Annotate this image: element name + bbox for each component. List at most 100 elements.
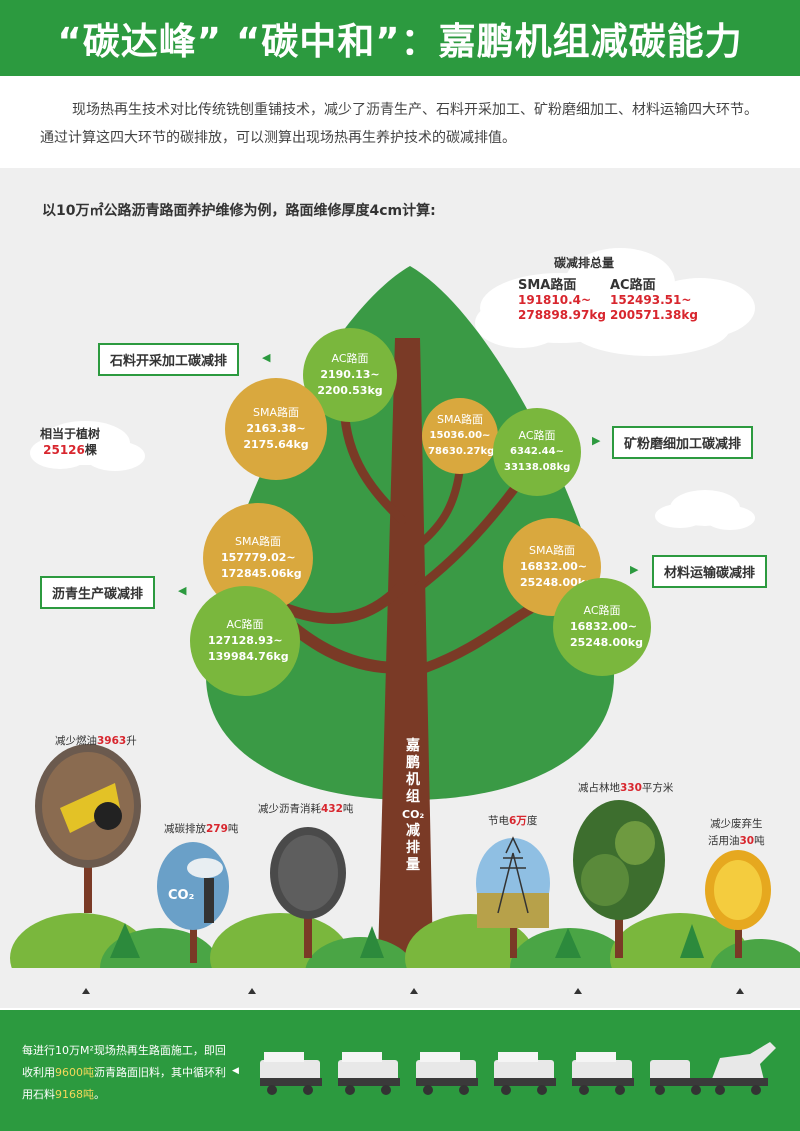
tree-equivalent-unit: 棵 <box>84 443 97 457</box>
trunk-char: 嘉 <box>406 738 420 754</box>
carbon-tree <box>157 842 229 963</box>
eco-number: 432 <box>321 803 343 815</box>
footer-text: 每进行10万M²现场热再生路面施工，即回收利用9600吨沥青路面旧料，其中循环利… <box>22 1040 232 1106</box>
paver-machine-icon <box>572 1052 634 1095</box>
trunk-char: 量 <box>406 857 420 873</box>
bubble-value: 157779.02~ 172845.06kg <box>221 551 302 580</box>
intro-paragraph: 现场热再生技术对比传统铣刨重铺技术，减少了沥青生产、石料开采加工、矿粉磨细加工、… <box>40 102 758 146</box>
ground-marker <box>82 988 744 994</box>
trunk-char: 机 <box>406 772 420 788</box>
arrow-left-icon: ◀ <box>178 584 187 597</box>
label-stone: 石料开采加工碳减排 <box>98 343 240 376</box>
eco-power-label: 节电6万度 <box>488 813 537 828</box>
trunk-char: 排 <box>406 840 420 856</box>
asphalt-tree <box>270 827 346 958</box>
paver-machine-icon <box>260 1052 322 1095</box>
oil-tree <box>705 850 771 958</box>
arrow-left-icon: ◀ <box>232 1066 239 1076</box>
bubble-stone-ac: AC路面 2190.13~ 2200.53kg <box>303 328 397 422</box>
arrow-right-icon: ▶ <box>592 434 601 447</box>
bubble-asphalt-ac: AC路面 127128.93~ 139984.76kg <box>190 586 300 696</box>
footer-text-part: 每进行10万M²现场热再生路面施工，即回收利用 <box>22 1044 226 1079</box>
cloud-decoration <box>30 248 755 530</box>
total-ac-label: AC路面 <box>610 278 656 293</box>
bubble-title: SMA路面 <box>529 544 575 557</box>
bubble-value: 16832.00~ 25248.00kg <box>570 620 643 649</box>
eco-text: 吨 <box>227 823 239 835</box>
tree-equivalent-count: 25126 <box>43 443 85 457</box>
total-ac-value: 152493.51~ 200571.38kg <box>610 293 698 322</box>
trunk-char: 鹏 <box>406 755 420 771</box>
trunk-caption: 嘉 鹏 机 组 CO₂ 减 排 量 <box>402 738 424 874</box>
bubble-title: AC路面 <box>518 429 556 442</box>
tree-illustration <box>0 248 800 1008</box>
bubble-value: 2163.38~ 2175.64kg <box>243 422 309 451</box>
page-title: “碳达峰” “碳中和”：嘉鹏机组减碳能力 <box>57 20 743 63</box>
total-sma-label: SMA路面 <box>518 278 577 293</box>
eco-carbon-label: 减碳排放279吨 <box>164 821 238 836</box>
eco-text: 减碳排放 <box>164 823 206 835</box>
bubble-powder-sma: SMA路面 15036.00~ 78630.27kg <box>422 398 498 474</box>
fuel-tree <box>35 744 141 913</box>
forest-tree <box>573 800 665 958</box>
bubble-title: AC路面 <box>331 352 369 365</box>
machinery-row <box>260 1042 776 1095</box>
eco-number: 279 <box>206 823 228 835</box>
bush-decoration <box>0 913 800 1008</box>
paver-machine-icon <box>338 1052 400 1095</box>
eco-number: 6万 <box>509 815 527 827</box>
footer-number: 9168吨 <box>55 1088 94 1101</box>
small-pine-decoration <box>110 923 704 958</box>
total-title: 碳减排总量 <box>554 256 615 270</box>
eco-text: 升 <box>126 735 137 747</box>
infographic-canvas: 以10万㎡公路沥青路面养护维修为例，路面维修厚度4cm计算: <box>0 168 800 1008</box>
eco-text: 减少废弃生 <box>710 818 763 830</box>
label-transport: 材料运输碳减排 <box>652 555 768 588</box>
eco-text: 活用油 <box>708 835 740 847</box>
eco-fuel-label: 减少燃油3963升 <box>55 733 137 748</box>
footer-band: 每进行10万M²现场热再生路面施工，即回收利用9600吨沥青路面旧料，其中循环利… <box>0 1010 800 1131</box>
bubble-title: AC路面 <box>583 604 621 617</box>
paver-machine-icon <box>650 1060 708 1095</box>
eco-text: 度 <box>526 815 538 827</box>
calc-basis-subtitle: 以10万㎡公路沥青路面养护维修为例，路面维修厚度4cm计算: <box>42 203 436 219</box>
eco-text: 节电 <box>488 815 509 827</box>
bubble-title: AC路面 <box>226 618 264 631</box>
bubble-title: SMA路面 <box>253 406 299 419</box>
eco-text: 平方米 <box>641 782 674 794</box>
tree-equivalent: 相当于植树 25126棵 <box>40 426 100 458</box>
bubble-powder-ac: AC路面 6342.44~ 33138.08kg <box>493 408 581 496</box>
eco-text: 减少燃油 <box>55 735 97 747</box>
eco-trees <box>35 744 771 994</box>
tree-trunk <box>378 338 433 958</box>
footer-text-part: 沥青路面旧料，其中循环利用石料 <box>22 1066 226 1101</box>
eco-text: 吨 <box>754 835 765 847</box>
trunk-char: 减 <box>406 823 420 839</box>
eco-text: 减占林地 <box>578 782 620 794</box>
total-ac: AC路面 152493.51~ 200571.38kg <box>610 274 698 323</box>
eco-text: 减少沥青消耗 <box>258 803 321 815</box>
bubble-value: 15036.00~ 78630.27kg <box>428 430 495 457</box>
paver-machine-icon <box>708 1042 776 1095</box>
bubble-title: SMA路面 <box>437 413 483 426</box>
trunk-char: 组 <box>406 789 420 805</box>
page-header: “碳达峰” “碳中和”：嘉鹏机组减碳能力 <box>0 0 800 76</box>
power-tree <box>476 836 550 958</box>
arrow-left-icon: ◀ <box>262 351 271 364</box>
bubble-stone-sma: SMA路面 2163.38~ 2175.64kg <box>225 378 327 480</box>
eco-oil-label: 减少废弃生 活用油30吨 <box>708 816 765 850</box>
eco-number: 30 <box>739 835 755 847</box>
bubble-value: 127128.93~ 139984.76kg <box>208 634 289 663</box>
footer-number: 9600吨 <box>55 1066 94 1079</box>
label-asphalt: 沥青生产碳减排 <box>40 576 156 609</box>
co2-mark: CO₂ <box>168 888 195 903</box>
eco-number: 3963 <box>97 735 127 747</box>
label-powder: 矿粉磨细加工碳减排 <box>612 426 754 459</box>
eco-number: 330 <box>620 782 642 794</box>
bubble-value: 2190.13~ 2200.53kg <box>317 368 383 397</box>
paver-machine-icon <box>416 1052 478 1095</box>
tree-equivalent-label: 相当于植树 <box>40 427 101 441</box>
bubble-title: SMA路面 <box>235 535 281 548</box>
total-sma: SMA路面 191810.4~ 278898.97kg <box>518 274 606 323</box>
bubble-transport-ac: AC路面 16832.00~ 25248.00kg <box>553 578 651 676</box>
